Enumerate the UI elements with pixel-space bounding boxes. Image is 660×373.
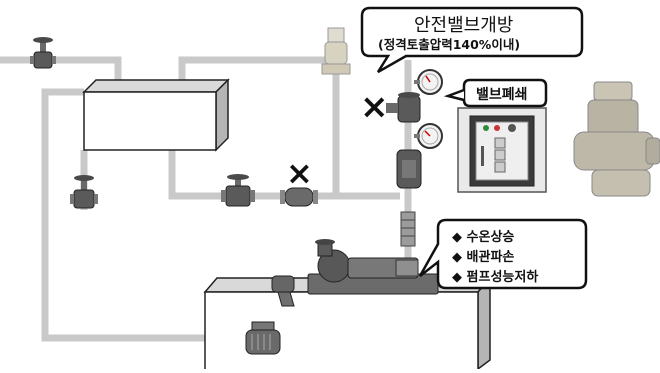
gate-valve-inlet — [30, 37, 56, 69]
check-valve — [280, 187, 318, 207]
flexible-joint — [400, 211, 416, 247]
pressure-gauge-lower — [414, 123, 443, 149]
pipe-inlet-top — [0, 56, 122, 82]
relief-valve-small — [321, 27, 351, 75]
pump — [307, 239, 439, 295]
effect-item-pump-degradation: ◆ 펌프성능저하 — [452, 270, 539, 285]
x-mark-relief: × — [360, 87, 389, 127]
gate-valve-left — [70, 175, 98, 209]
callout-relief-open — [360, 6, 584, 74]
relief-open-subtitle: (정격토출압력140%이내) — [378, 37, 521, 52]
foot-valve — [245, 321, 281, 355]
valve-closed-label: 밸브폐쇄 — [476, 87, 528, 103]
gate-valve-bottom — [221, 174, 255, 207]
relief-open-title: 안전밸브개방 — [414, 15, 514, 36]
pipe-left-loop — [41, 88, 210, 342]
pipe-tank-top — [178, 56, 330, 82]
x-mark-check: × — [286, 154, 313, 192]
strainer — [271, 275, 295, 307]
pipe-tank-bottom — [168, 140, 400, 200]
effect-item-water-temp: ◆ 수온상승 — [452, 230, 515, 245]
callout-effects — [418, 218, 588, 290]
effect-item-pipe-damage: ◆ 배관파손 — [452, 250, 515, 265]
check-valve-riser — [396, 149, 422, 189]
relief-valve-photo — [573, 81, 660, 197]
upper-tank — [82, 78, 230, 152]
gate-valve-riser — [386, 92, 421, 123]
pressure-gauge-upper — [414, 69, 443, 95]
control-panel — [457, 107, 547, 193]
callout-valve-closed — [443, 78, 548, 108]
